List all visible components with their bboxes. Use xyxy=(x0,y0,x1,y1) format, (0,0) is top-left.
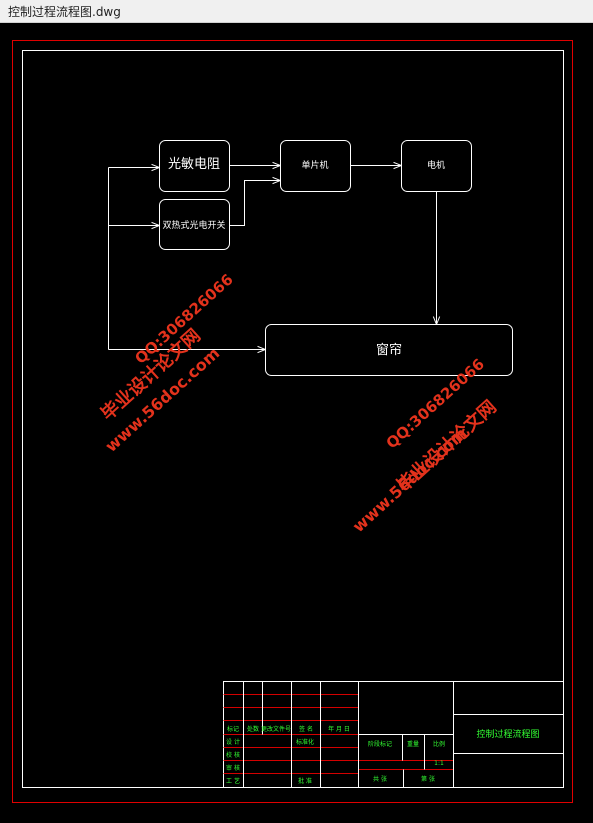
outer-frame xyxy=(12,40,573,803)
svg-text:www.56doc.com: www.56doc.com xyxy=(349,424,471,536)
svg-text:标准化: 标准化 xyxy=(296,738,314,746)
block-motor-label: 电机 xyxy=(427,159,445,171)
svg-text:标记: 标记 xyxy=(227,725,239,733)
svg-text:1:1: 1:1 xyxy=(434,760,444,767)
window-title: 控制过程流程图.dwg xyxy=(8,5,121,19)
svg-text:第 张: 第 张 xyxy=(421,775,435,783)
watermark-left: 毕业设计论文网 www.56doc.com QQ:306826066 xyxy=(96,270,236,455)
svg-text:更改文件号: 更改文件号 xyxy=(261,725,291,733)
block-pyro-switch[interactable] xyxy=(159,199,230,250)
drawing-title: 控制过程流程图 xyxy=(476,728,539,740)
connector-lines xyxy=(108,166,437,350)
svg-text:年 月 日: 年 月 日 xyxy=(328,725,350,733)
svg-text:阶段标记: 阶段标记 xyxy=(368,740,392,748)
cad-canvas[interactable]: 光敏电阻 双热式光电开关 单片机 电机 窗帘 xyxy=(0,23,593,819)
svg-text:签 名: 签 名 xyxy=(299,725,313,733)
block-mcu-label: 单片机 xyxy=(301,159,328,171)
block-curtain-label: 窗帘 xyxy=(376,342,402,358)
svg-text:设 计: 设 计 xyxy=(226,738,240,746)
svg-text:比例: 比例 xyxy=(433,740,445,748)
block-photoresistor-label: 光敏电阻 xyxy=(168,157,220,172)
watermark-right: 毕业设计论文网 www.56doc.com QQ:306826066 xyxy=(349,355,501,536)
svg-text:校 核: 校 核 xyxy=(226,751,240,759)
svg-text:工 艺: 工 艺 xyxy=(226,777,240,785)
svg-text:审 核: 审 核 xyxy=(226,764,240,772)
svg-text:批 准: 批 准 xyxy=(298,777,312,785)
title-block: 标记 处数 更改文件号 签 名 年 月 日 设 计 标准化 校 核 审 核 工 … xyxy=(223,681,564,788)
svg-text:重量: 重量 xyxy=(407,740,419,748)
window-titlebar: 控制过程流程图.dwg xyxy=(0,0,593,23)
svg-text:处数: 处数 xyxy=(247,725,259,733)
block-pyro-switch-label: 双热式光电开关 xyxy=(162,219,225,231)
svg-text:共 张: 共 张 xyxy=(373,775,387,783)
